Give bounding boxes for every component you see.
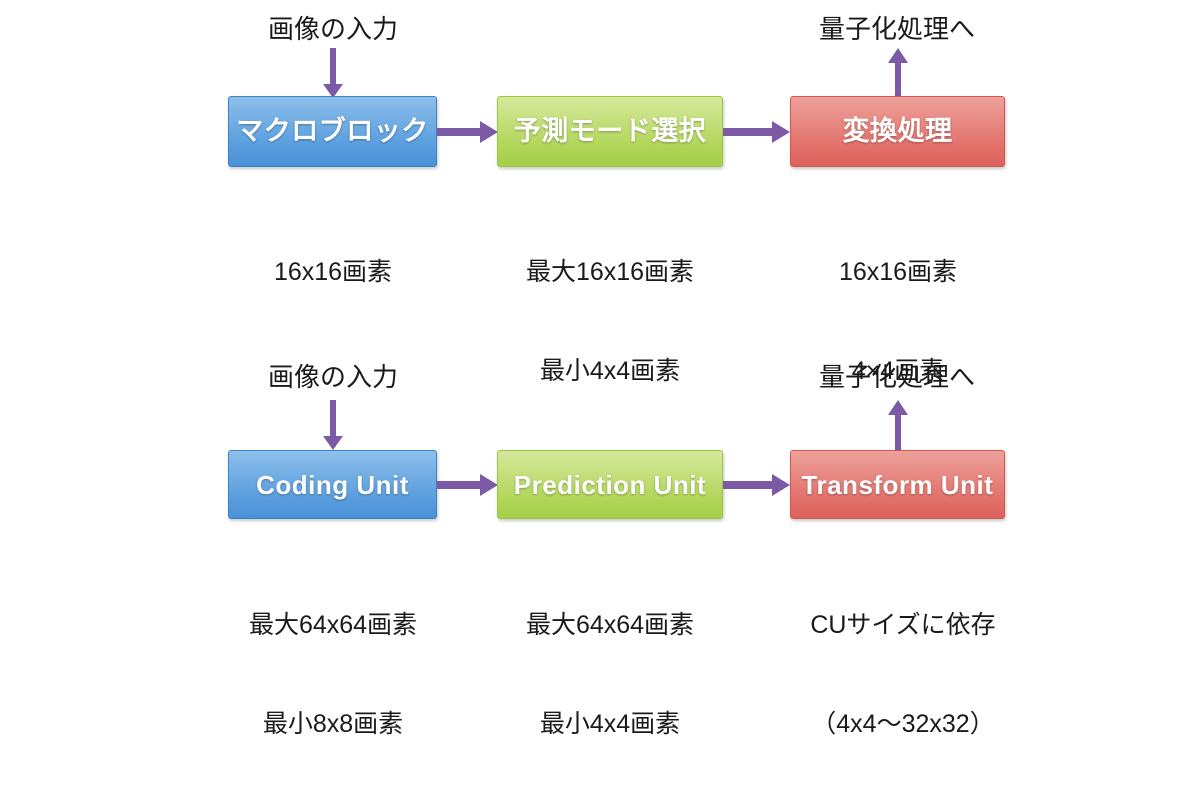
box-transform-process[interactable]: 変換処理 (790, 96, 1005, 167)
caption-coding-unit: 最大64x64画素 最小8x8画素 (248, 611, 418, 738)
bottom-output-label: 量子化処理へ (818, 362, 975, 392)
arrow-up-icon-top-output (886, 48, 910, 100)
caption-macroblock: 16x16画素 (273, 258, 393, 286)
box-transform-process-label: 変換処理 (842, 116, 953, 146)
arrow-down-icon-bottom-input (321, 400, 345, 452)
arrow-up-icon-bottom-output (886, 400, 910, 452)
arrow-right-icon-top-2 (723, 121, 791, 143)
box-coding-unit[interactable]: Coding Unit (228, 450, 437, 519)
caption-transform-unit: CUサイズに依存 （4x4〜32x32） (810, 611, 996, 738)
caption-prediction-unit: 最大64x64画素 最小4x4画素 (525, 611, 695, 738)
caption-prediction-mode-selection: 最大16x16画素 最小4x4画素 (525, 258, 695, 385)
bottom-input-label: 画像の入力 (267, 362, 398, 392)
arrow-right-icon-top-1 (437, 121, 499, 143)
box-macroblock[interactable]: マクロブロック (228, 96, 437, 167)
box-coding-unit-label: Coding Unit (256, 469, 409, 500)
box-prediction-unit-label: Prediction Unit (513, 469, 707, 500)
box-macroblock-label: マクロブロック (236, 116, 429, 146)
box-prediction-unit[interactable]: Prediction Unit (497, 450, 723, 519)
box-transform-unit[interactable]: Transform Unit (790, 450, 1005, 519)
diagram-canvas: 画像の入力 量子化処理へ マクロブロック 予測モード選択 変換処理 (228, 14, 1005, 738)
arrow-right-icon-bottom-1 (437, 474, 499, 496)
caption-transform-process: 16x16画素 4×4画素 (838, 258, 958, 385)
box-prediction-mode-selection[interactable]: 予測モード選択 (497, 96, 723, 167)
top-output-label: 量子化処理へ (818, 14, 975, 44)
arrow-down-icon-top-input (321, 48, 345, 100)
top-input-label: 画像の入力 (267, 14, 398, 44)
box-transform-unit-label: Transform Unit (801, 469, 994, 500)
arrow-right-icon-bottom-2 (723, 474, 791, 496)
box-prediction-mode-selection-label: 予測モード選択 (513, 116, 707, 146)
